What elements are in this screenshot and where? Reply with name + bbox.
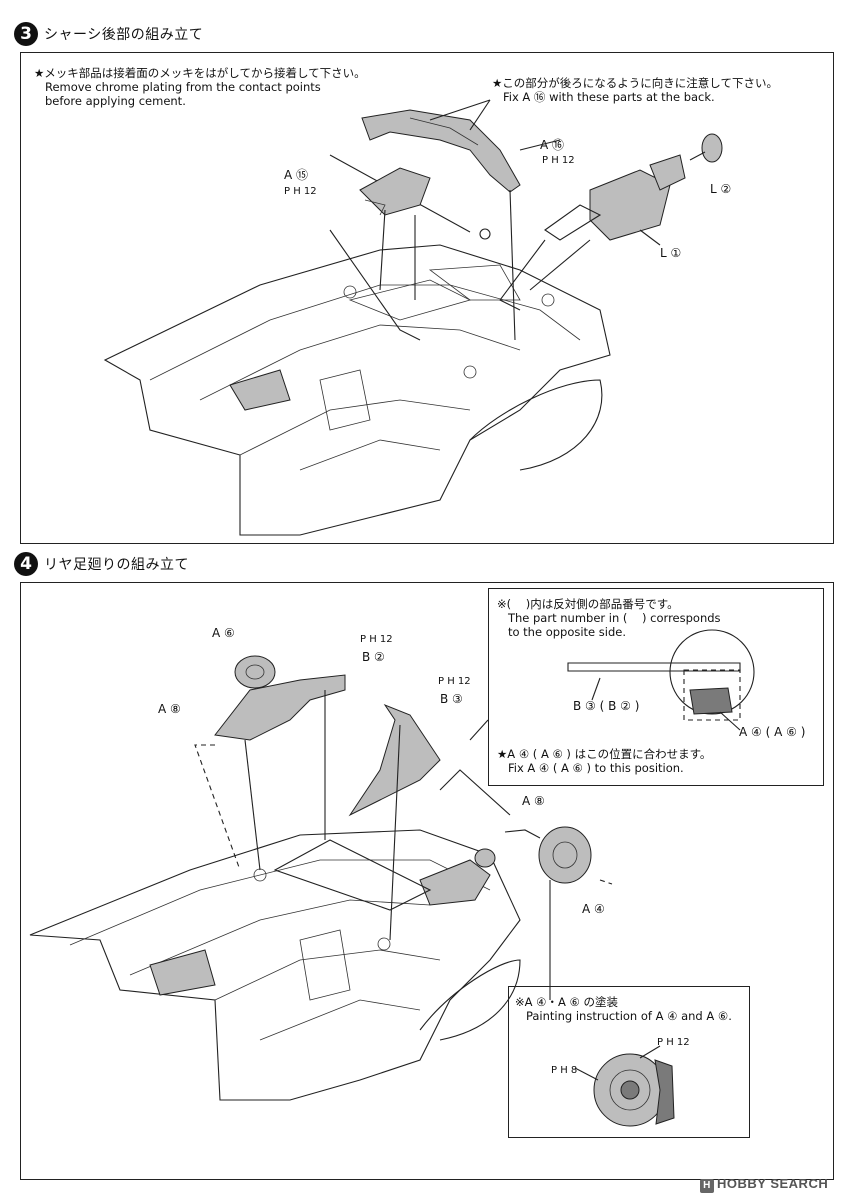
step3-parts <box>329 99 723 341</box>
step4-parts <box>194 655 613 1000</box>
label-l1: L ① <box>660 246 682 260</box>
label-a4: A ④ <box>582 902 605 916</box>
step4-number: 4 <box>14 552 38 576</box>
inset-ph12: P H 12 <box>657 1037 690 1048</box>
step3-note-chrome: ★メッキ部品は接着面のメッキをはがしてから接着して下さい。 Remove chr… <box>34 66 366 108</box>
step3-number: 3 <box>14 22 38 46</box>
step3-title: シャーシ後部の組み立て <box>44 27 204 43</box>
label-a6: A ⑥ <box>212 626 235 640</box>
inset-painting-note: ※A ④・A ⑥ の塗装 Painting instruction of A ④… <box>515 995 732 1023</box>
step4-chassis <box>29 829 521 1101</box>
label-b3: B ③ <box>440 692 463 706</box>
inset-opposite-note: ※( )内は反対側の部品番号です。 The part number in ( )… <box>497 597 721 639</box>
step4-header: 4 リヤ足廻りの組み立て <box>14 552 189 576</box>
inset-ph8: P H 8 <box>551 1065 578 1076</box>
label-l2: L ② <box>710 182 732 196</box>
label-ph12-a16: P H 12 <box>542 155 575 166</box>
label-ph12-b2: P H 12 <box>360 634 393 645</box>
inset-top-drawing <box>469 629 755 741</box>
label-b2: B ② <box>362 650 385 664</box>
step3-frame <box>20 52 834 544</box>
label-a16: A ⑯ <box>540 138 565 152</box>
label-a8-left: A ⑧ <box>158 702 181 716</box>
step3-note-orientation: ★この部分が後ろになるように向きに注意して下さい。 Fix A ⑯ with t… <box>492 76 778 104</box>
step3-header: 3 シャーシ後部の組み立て <box>14 22 203 46</box>
step4-frame <box>20 582 834 1180</box>
label-a8-right: A ⑧ <box>522 794 545 808</box>
step4-title: リヤ足廻りの組み立て <box>44 557 189 573</box>
step3-chassis <box>103 244 611 536</box>
hobby-search-logo-icon: H <box>700 1179 714 1193</box>
inset-label-b: B ③ ( B ② ) <box>573 699 640 713</box>
inset-label-a: A ④ ( A ⑥ ) <box>739 725 806 739</box>
inset-bottom-drawing <box>574 1045 675 1127</box>
inset-position-note: ★A ④ ( A ⑥ ) はこの位置に合わせます。 Fix A ④ ( A ⑥ … <box>497 747 712 775</box>
label-ph12-a15: P H 12 <box>284 186 317 197</box>
label-a15: A ⑮ <box>284 168 309 182</box>
inset-opposite-side: ※( )内は反対側の部品番号です。 The part number in ( )… <box>488 588 824 786</box>
label-ph12-b3: P H 12 <box>438 676 471 687</box>
